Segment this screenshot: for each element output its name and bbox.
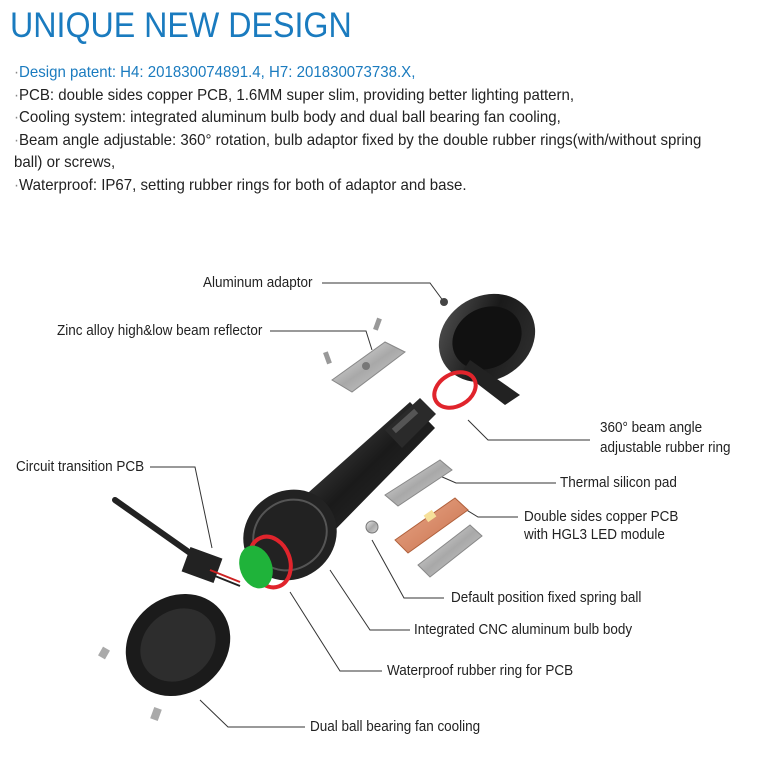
label-beam-ring-line1: 360° beam angle [600,420,703,436]
beam-angle-rubber-ring [432,370,478,410]
spec-text: Design patent: H4: 201830074891.4, H7: 2… [19,64,416,81]
zinc-reflector-part [323,317,406,393]
bullet: · [14,86,20,104]
spec-item-beam: ·Beam angle adjustable: 360° rotation, b… [14,130,710,153]
label-bulb-body: Integrated CNC aluminum bulb body [414,622,633,638]
label-copper-pcb-line1: Double sides copper PCB [524,509,679,525]
bullet: · [14,64,20,81]
spec-item-patent: ·Design patent: H4: 201830074891.4, H7: … [14,62,710,85]
label-fan-cooling: Dual ball bearing fan cooling [310,719,481,735]
green-ring [239,545,273,589]
spec-list: ·Design patent: H4: 201830074891.4, H7: … [14,62,754,197]
label-beam-ring-line2: adjustable rubber ring [600,440,731,456]
label-thermal-pad: Thermal silicon pad [560,475,677,491]
spec-text: Cooling system: integrated aluminum bulb… [19,109,561,126]
bullet: · [14,109,20,126]
spring-ball-part [365,520,379,534]
spec-text: Waterproof: IP67, setting rubber rings f… [19,176,467,194]
spec-item-beam-cont: ball) or screws, [14,152,710,175]
spec-text: ball) or screws, [14,154,116,171]
label-aluminum-adaptor: Aluminum adaptor [203,275,313,291]
pcb-base-plate-part [417,524,483,578]
spec-item-cooling: ·Cooling system: integrated aluminum bul… [14,107,710,130]
spec-text: PCB: double sides copper PCB, 1.6MM supe… [19,86,575,104]
copper-pcb-part [394,497,469,554]
bullet: · [14,131,20,149]
label-copper-pcb-line2: with HGL3 LED module [524,527,665,543]
label-spring-ball: Default position fixed spring ball [451,590,642,606]
page-title: UNIQUE NEW DESIGN [10,6,352,45]
thermal-pad-part [384,459,453,507]
aluminum-adaptor-part [438,293,536,405]
circuit-transition-pcb-part [112,497,241,587]
leader-lines [150,282,590,728]
spec-item-pcb: ·PCB: double sides copper PCB, 1.6MM sup… [14,85,710,108]
label-circuit-pcb: Circuit transition PCB [16,459,145,475]
label-waterproof-ring: Waterproof rubber ring for PCB [387,663,574,679]
bullet: · [14,176,20,194]
fan-base-part [98,593,231,722]
spec-item-waterproof: ·Waterproof: IP67, setting rubber rings … [14,175,710,198]
spec-text: Beam angle adjustable: 360° rotation, bu… [19,131,702,149]
label-zinc-reflector: Zinc alloy high&low beam reflector [57,323,263,339]
